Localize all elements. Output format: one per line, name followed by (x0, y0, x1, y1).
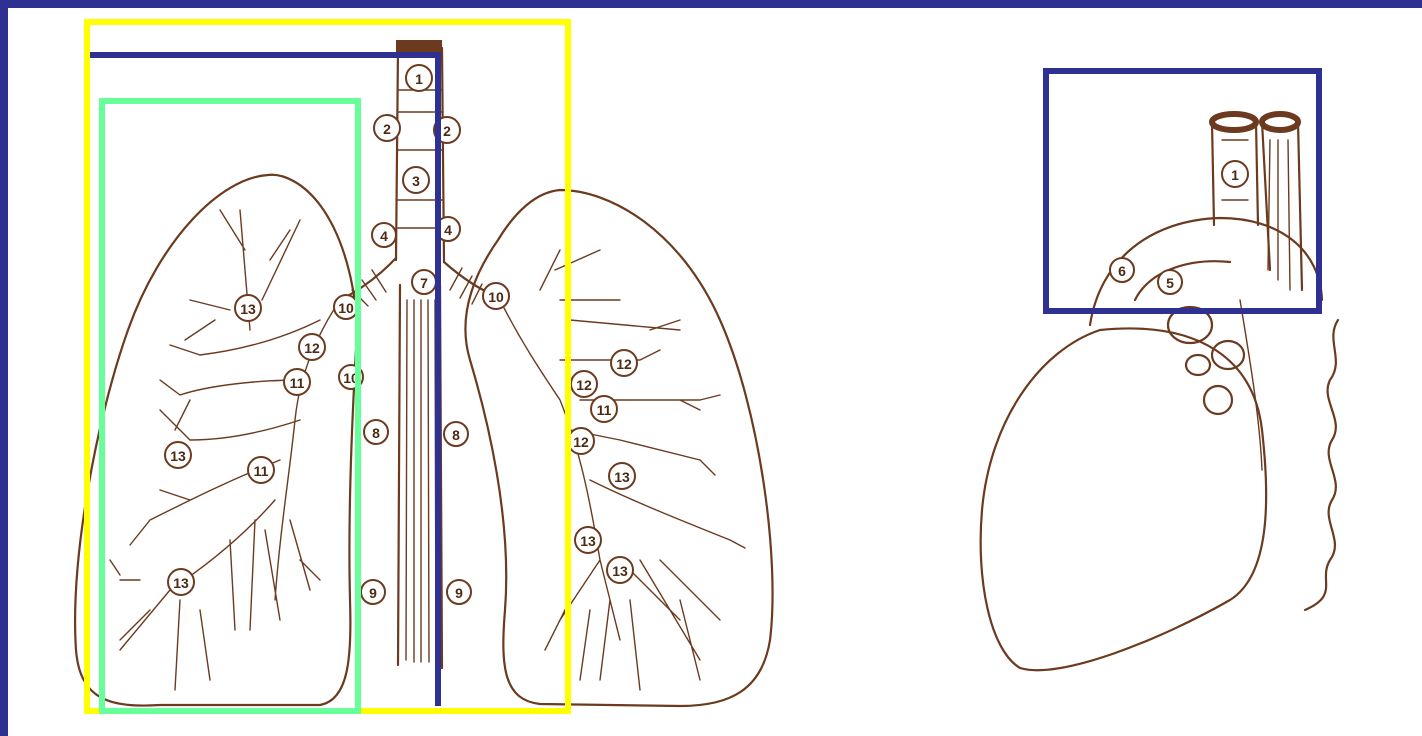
station-label: 13 (580, 533, 596, 549)
station-label: 4 (444, 222, 452, 238)
station-label: 2 (443, 123, 451, 139)
station-label: 1 (1231, 167, 1239, 183)
side-station-node: 6 (1110, 258, 1134, 282)
front-station-node: 7 (412, 270, 436, 294)
station-label: 8 (452, 427, 460, 443)
station-label: 12 (304, 340, 320, 356)
station-label: 12 (576, 377, 592, 393)
right-bronchial-tree (110, 210, 340, 690)
station-label: 5 (1166, 275, 1174, 291)
left-lung-outline (465, 190, 772, 706)
right-lung-outline (75, 175, 357, 706)
front-station-node: 12 (299, 334, 325, 360)
front-station-node: 9 (447, 580, 471, 604)
trachea-top (396, 40, 442, 52)
station-label: 1 (415, 71, 423, 87)
front-station-node: 11 (591, 396, 617, 422)
station-label: 13 (173, 575, 189, 591)
station-label: 3 (412, 173, 420, 189)
station-label: 6 (1118, 263, 1126, 279)
front-station-node: 13 (235, 295, 261, 321)
esophagus-lines (406, 300, 436, 662)
station-label: 11 (290, 375, 305, 391)
station-label: 13 (612, 563, 628, 579)
side-station-node: 5 (1158, 270, 1182, 294)
front-station-node: 12 (568, 428, 594, 454)
station-label: 13 (240, 301, 256, 317)
station-label: 11 (597, 402, 612, 418)
station-label: 11 (254, 463, 269, 479)
front-station-node: 11 (284, 369, 310, 395)
front-station-node: 12 (571, 371, 597, 397)
front-station-node: 3 (403, 167, 429, 193)
front-station-node: 13 (165, 442, 191, 468)
station-label: 10 (338, 300, 354, 316)
station-label: 9 (455, 585, 463, 601)
front-station-node: 2 (374, 115, 400, 141)
station-label: 8 (372, 425, 380, 441)
front-station-node: 8 (364, 420, 388, 444)
front-station-node: 9 (361, 580, 385, 604)
spine-line (1305, 320, 1338, 610)
front-station-node: 13 (575, 527, 601, 553)
front-station-node: 13 (168, 569, 194, 595)
station-label: 10 (488, 289, 504, 305)
station-label: 12 (573, 434, 589, 450)
yellow-box (87, 22, 568, 711)
front-station-node: 4 (372, 223, 396, 247)
side-tubes (1212, 114, 1302, 290)
front-station-node: 13 (609, 463, 635, 489)
front-station-node: 11 (248, 457, 274, 483)
front-station-node: 1 (406, 65, 432, 91)
station-label: 13 (614, 469, 630, 485)
front-station-node: 8 (444, 422, 468, 446)
side-view: 1 6 5 (981, 114, 1338, 670)
station-label: 4 (380, 228, 388, 244)
front-station-node: 10 (334, 295, 358, 319)
station-label: 13 (170, 448, 186, 464)
side-heart-outline (981, 328, 1267, 670)
station-label: 2 (383, 121, 391, 137)
front-station-node: 10 (483, 283, 509, 309)
side-station-nodes: 1 6 5 (1110, 161, 1248, 294)
station-label: 12 (616, 356, 632, 372)
station-label: 7 (420, 275, 428, 291)
front-station-node: 12 (611, 350, 637, 376)
side-station-node: 1 (1222, 161, 1248, 187)
station-label: 9 (369, 585, 377, 601)
front-station-node: 13 (607, 557, 633, 583)
